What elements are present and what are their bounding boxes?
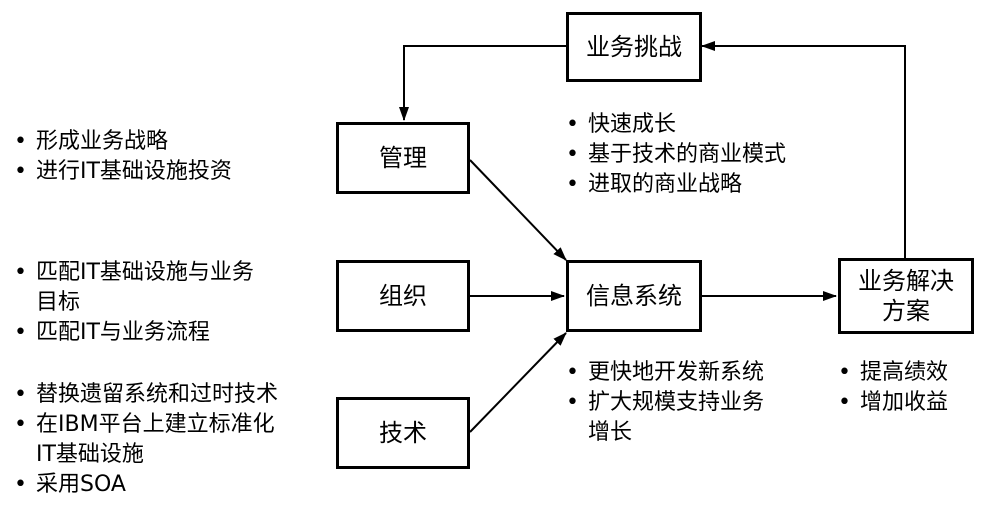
bullet: • <box>838 360 851 385</box>
bullet: • <box>14 412 27 437</box>
node-organization-label: 组织 <box>379 282 427 310</box>
list-item-text: 快速成长 <box>588 112 677 137</box>
solution-list: • 提高绩效 • 增加收益 <box>838 358 948 418</box>
node-business-challenge: 业务挑战 <box>566 12 702 82</box>
list-item: • 增加收益 <box>838 388 948 418</box>
list-item-continuation: 增长 <box>588 420 633 445</box>
bullet: • <box>14 129 27 154</box>
list-item-text: 增加收益 <box>860 390 949 415</box>
organization-list: • 匹配IT基础设施与业务 目标 • 匹配IT与业务流程 <box>14 258 254 348</box>
list-item-text: 更快地开发新系统 <box>588 360 765 385</box>
list-item: • 提高绩效 <box>838 358 948 388</box>
node-business-solution-label: 业务解决 方案 <box>858 267 954 325</box>
list-item-continuation: IT基础设施 <box>36 442 144 467</box>
bullet: • <box>14 472 27 497</box>
list-item-text: 扩大规模支持业务 <box>588 390 765 415</box>
list-item: • 更快地开发新系统 <box>566 358 764 388</box>
bullet: • <box>14 159 27 184</box>
technology-list: • 替换遗留系统和过时技术 • 在IBM平台上建立标准化 IT基础设施 • 采用… <box>14 380 278 500</box>
bullet: • <box>14 382 27 407</box>
challenge-list: • 快速成长 • 基于技术的商业模式 • 进取的商业战略 <box>566 110 786 200</box>
list-item-text: 匹配IT基础设施与业务 <box>36 260 254 285</box>
list-item: • 替换遗留系统和过时技术 <box>14 380 278 410</box>
node-business-challenge-label: 业务挑战 <box>586 33 682 61</box>
bullet: • <box>14 260 27 285</box>
arrow-solution-to-challenge <box>701 41 906 258</box>
list-item-text: 基于技术的商业模式 <box>588 142 787 167</box>
list-item: • 扩大规模支持业务 <box>566 388 764 418</box>
bullet: • <box>566 112 579 137</box>
management-list: • 形成业务战略 • 进行IT基础设施投资 <box>14 127 232 187</box>
bullet: • <box>566 390 579 415</box>
node-technology-label: 技术 <box>379 419 427 447</box>
arrow-technology-to-info-system <box>469 332 567 433</box>
list-item-text: 替换遗留系统和过时技术 <box>36 382 279 407</box>
bullet: • <box>566 172 579 197</box>
list-item-text: 形成业务战略 <box>36 129 169 154</box>
node-management-label: 管理 <box>379 144 427 172</box>
list-item: • 采用SOA <box>14 470 278 500</box>
list-item-text: 在IBM平台上建立标准化 <box>36 412 275 437</box>
node-technology: 技术 <box>336 397 470 469</box>
arrow-challenge-to-management <box>399 45 566 121</box>
list-item: • 基于技术的商业模式 <box>566 140 786 170</box>
bullet: • <box>838 390 851 415</box>
node-organization: 组织 <box>336 260 470 332</box>
list-item-text: 提高绩效 <box>860 360 949 385</box>
list-item: • 形成业务战略 <box>14 127 232 157</box>
info-system-list: • 更快地开发新系统 • 扩大规模支持业务 增长 <box>566 358 764 448</box>
list-item-text: 进取的商业战略 <box>588 172 743 197</box>
list-item-continuation: 目标 <box>36 290 81 315</box>
node-information-system: 信息系统 <box>566 260 702 332</box>
arrow-management-to-info-system <box>469 159 567 261</box>
bullet: • <box>14 320 27 345</box>
bullet: • <box>566 142 579 167</box>
list-item-text: 进行IT基础设施投资 <box>36 159 232 184</box>
list-item-text: 采用SOA <box>36 472 126 497</box>
list-item: • 匹配IT与业务流程 <box>14 318 254 348</box>
node-information-system-label: 信息系统 <box>586 282 682 310</box>
list-item-text: 匹配IT与业务流程 <box>36 320 210 345</box>
list-item: • 进取的商业战略 <box>566 170 786 200</box>
bullet: • <box>566 360 579 385</box>
list-item: • 快速成长 <box>566 110 786 140</box>
node-management: 管理 <box>336 122 470 194</box>
list-item: • 进行IT基础设施投资 <box>14 157 232 187</box>
node-business-solution: 业务解决 方案 <box>838 258 974 334</box>
list-item: • 在IBM平台上建立标准化 <box>14 410 278 440</box>
list-item: • 匹配IT基础设施与业务 <box>14 258 254 288</box>
